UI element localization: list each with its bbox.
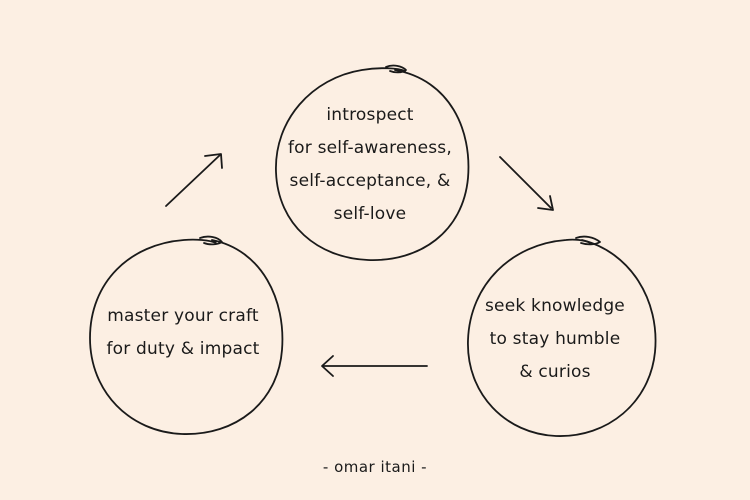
arrow-top-to-right bbox=[499, 156, 554, 211]
node-seek-knowledge-line: & curios bbox=[519, 362, 591, 382]
circle-left bbox=[89, 235, 284, 435]
arrow-right-to-left bbox=[321, 355, 428, 377]
arrow-left-to-top bbox=[165, 153, 223, 207]
circle-right bbox=[467, 235, 657, 437]
circle-top bbox=[275, 64, 470, 261]
node-introspect-line: for self-awareness, bbox=[288, 138, 452, 158]
node-seek-knowledge: seek knowledge to stay humble & curios bbox=[470, 290, 640, 389]
node-master-craft-line: for duty & impact bbox=[106, 339, 260, 359]
node-introspect: introspect for self-awareness, self-acce… bbox=[270, 99, 470, 231]
node-master-craft: master your craft for duty & impact bbox=[88, 300, 278, 366]
node-seek-knowledge-line: to stay humble bbox=[489, 329, 621, 349]
node-master-craft-line: master your craft bbox=[107, 306, 259, 326]
node-introspect-line: introspect bbox=[326, 105, 414, 125]
node-seek-knowledge-line: seek knowledge bbox=[485, 296, 625, 316]
node-introspect-line: self-acceptance, & bbox=[289, 171, 451, 191]
author-signature: - omar itani - bbox=[322, 458, 428, 476]
node-introspect-line: self-love bbox=[333, 204, 407, 224]
